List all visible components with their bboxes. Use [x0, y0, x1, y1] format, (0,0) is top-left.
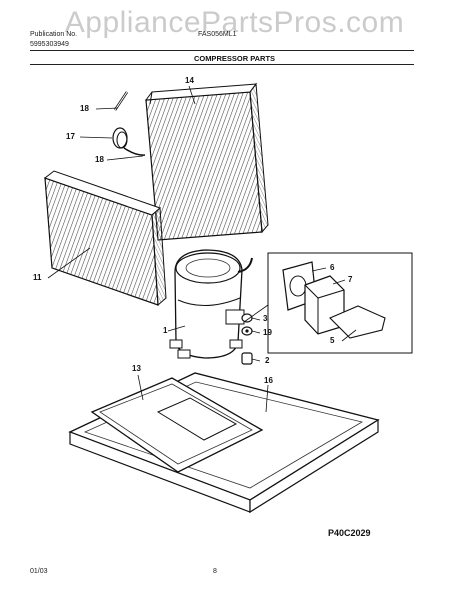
callout-14: 16 [264, 376, 273, 385]
callout-2: 2 [265, 356, 270, 365]
callout-7: 7 [348, 275, 353, 284]
callout-17: 18 [80, 104, 89, 113]
publication-number: 5995303949 [30, 41, 69, 48]
terminal-cover-assembly [282, 261, 386, 339]
callout-leaders [47, 85, 357, 413]
compressor [169, 249, 253, 359]
callout-5: 5 [330, 336, 335, 345]
callout-12: 14 [185, 76, 194, 85]
drain-pan [90, 377, 264, 473]
section-title: COMPRESSOR PARTS [193, 54, 276, 63]
title-rule [30, 64, 414, 65]
page-number: 8 [213, 568, 217, 575]
model-number: FAS056ML1 [198, 31, 237, 38]
capillary-tube [112, 91, 146, 156]
overload-inset-frame [267, 252, 413, 354]
callout-19: 19 [263, 328, 272, 337]
callout-18: 18 [95, 155, 104, 164]
condenser-coil [144, 82, 269, 241]
watermark: AppliancePartsPros.com [64, 6, 405, 39]
publication-label: Publication No. [30, 31, 78, 38]
callout-3: 3 [263, 314, 268, 323]
grommet-and-nut-parts [241, 313, 253, 365]
callout-13: 13 [132, 364, 141, 373]
callout-11: 11 [33, 273, 42, 282]
callout-6: 6 [330, 263, 335, 272]
evaporator-coil [43, 170, 167, 307]
callout-1: 1 [163, 326, 168, 335]
header-rule [30, 50, 414, 51]
diagram-code: P40C2029 [328, 528, 371, 538]
callout-16: 17 [66, 132, 75, 141]
footer-date: 01/03 [30, 568, 48, 575]
